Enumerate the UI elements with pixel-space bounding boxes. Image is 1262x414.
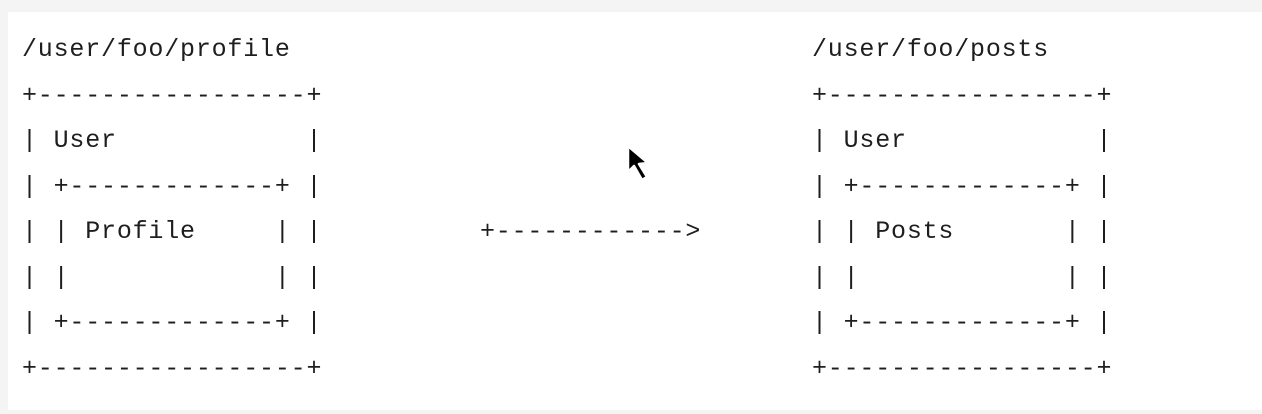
inner-box-top-border: | +-------------+ | xyxy=(812,171,1113,201)
transition-arrow: +------------> xyxy=(480,217,702,246)
inner-box-empty-row: | | | | xyxy=(812,262,1113,292)
user-component-label: | User | xyxy=(812,126,1113,155)
posts-route-diagram: /user/foo/posts +-----------------+ | Us… xyxy=(812,27,1112,391)
outer-box-top-border: +-----------------+ xyxy=(22,80,323,110)
outer-box-top-border: +-----------------+ xyxy=(812,80,1113,110)
code-block: /user/foo/profile +-----------------+ | … xyxy=(8,12,1262,410)
inner-box-top-border: | +-------------+ | xyxy=(22,171,323,201)
user-component-label: | User | xyxy=(22,126,323,155)
mouse-pointer-icon xyxy=(622,142,656,186)
posts-component-label: | | Posts | | xyxy=(812,217,1113,246)
route-path-posts: /user/foo/posts xyxy=(812,35,1050,64)
inner-box-empty-row: | | | | xyxy=(22,262,323,292)
route-path-profile: /user/foo/profile xyxy=(22,35,291,64)
outer-box-bottom-border: +-----------------+ xyxy=(812,353,1113,383)
profile-component-label: | | Profile | | xyxy=(22,217,323,246)
outer-box-bottom-border: +-----------------+ xyxy=(22,353,323,383)
profile-route-diagram: /user/foo/profile +-----------------+ | … xyxy=(22,27,322,391)
inner-box-bottom-border: | +-------------+ | xyxy=(812,308,1113,337)
inner-box-bottom-border: | +-------------+ | xyxy=(22,308,323,337)
